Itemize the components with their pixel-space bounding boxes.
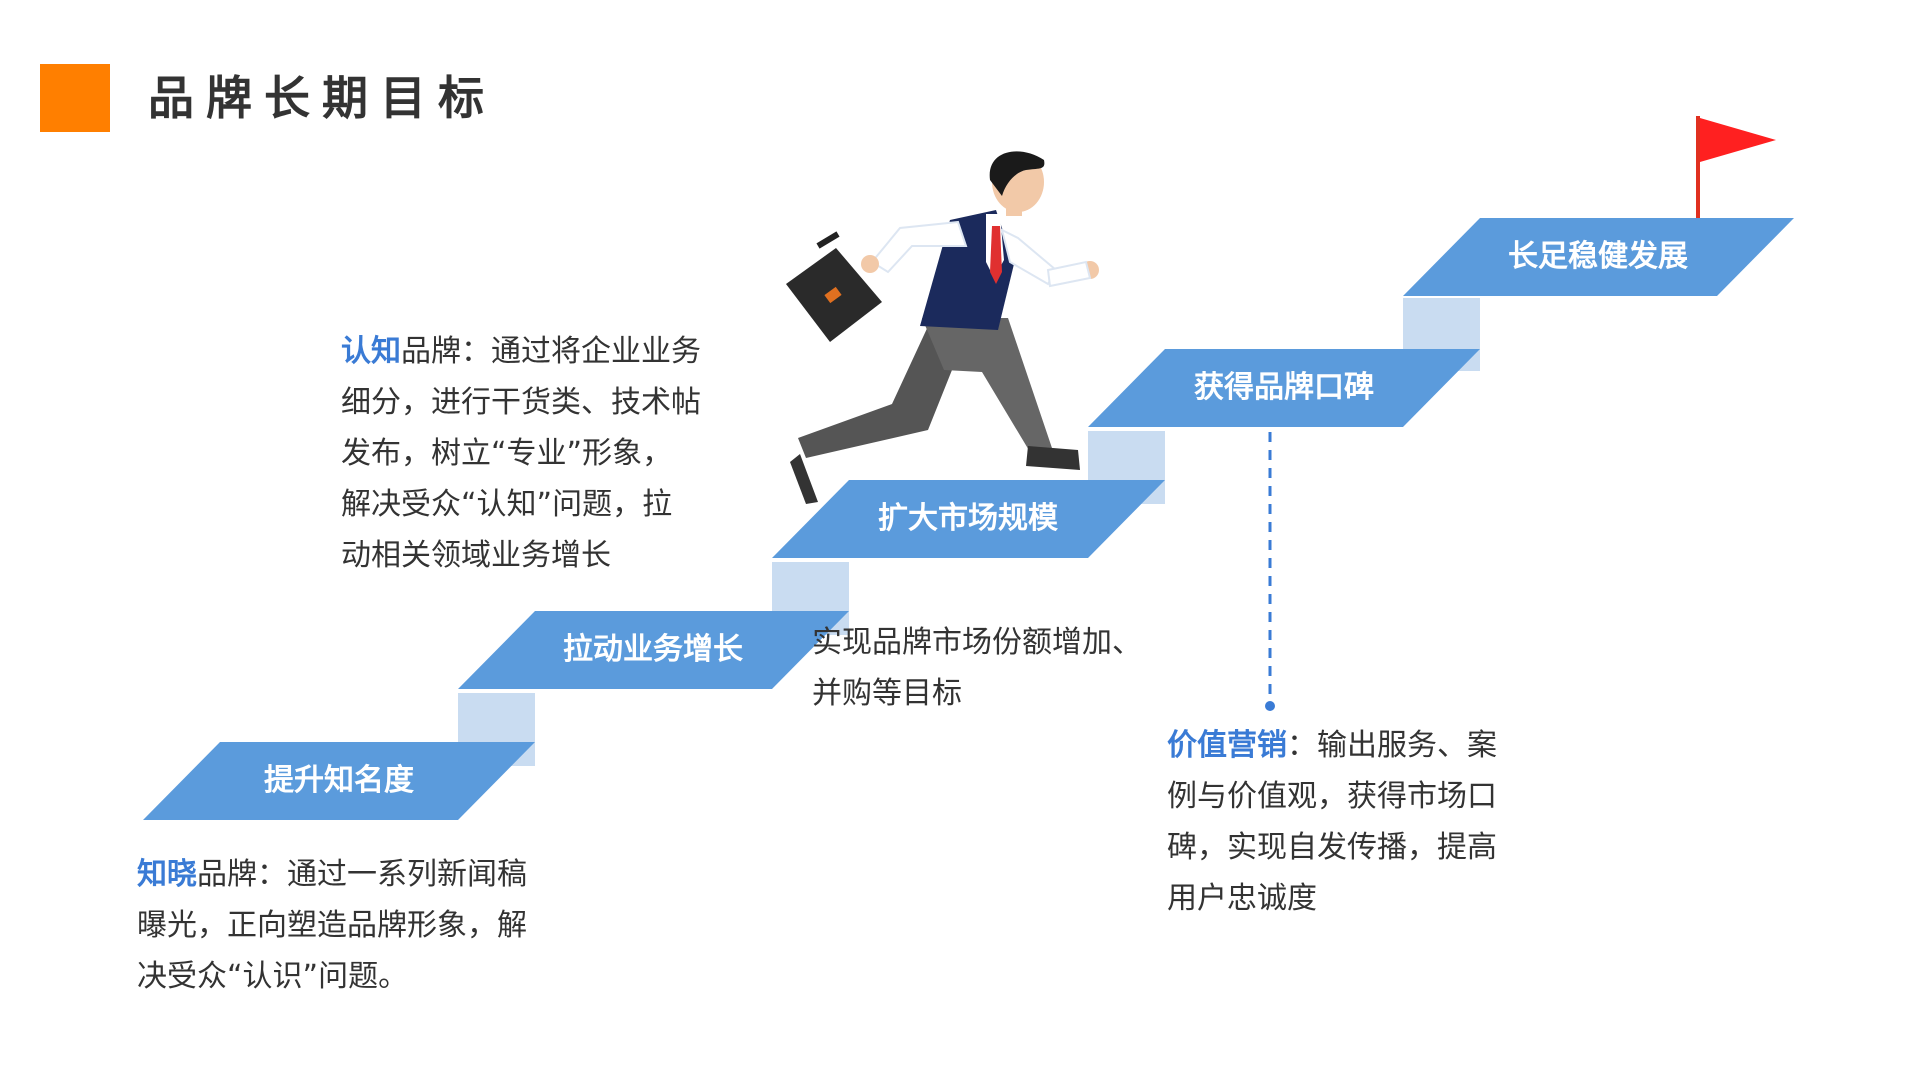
desc-renzhi: 认知品牌：通过将企业业务 细分，进行干货类、技术帖 发布，树立“专业”形象， 解… — [341, 326, 761, 581]
desc-renzhi-keyword: 认知 — [341, 334, 401, 369]
desc-market: 实现品牌市场份额增加、 并购等目标 — [812, 617, 1192, 719]
title-accent-square — [40, 64, 110, 132]
desc-renzhi-line-3: 发布，树立“专业”形象， — [341, 436, 673, 471]
desc-zhixiao-line-1: 品牌：通过一系列新闻稿 — [197, 857, 527, 892]
desc-zhixiao: 知晓品牌：通过一系列新闻稿 曝光，正向塑造品牌形象，解 决受众“认识”问题。 — [137, 849, 617, 1002]
desc-value-line-3: 碑，实现自发传播，提高 — [1167, 830, 1497, 865]
desc-value-line-2: 例与价值观，获得市场口 — [1167, 779, 1497, 814]
flag-icon — [1696, 116, 1776, 218]
desc-renzhi-line-1: 品牌：通过将企业业务 — [401, 334, 701, 369]
desc-value: 价值营销：输出服务、案 例与价值观，获得市场口 碑，实现自发传播，提高 用户忠诚… — [1167, 720, 1587, 924]
desc-market-line-1: 实现品牌市场份额增加、 — [812, 625, 1142, 660]
desc-value-line-4: 用户忠诚度 — [1167, 881, 1317, 916]
page-title: 品牌长期目标 — [148, 71, 496, 125]
desc-renzhi-line-4: 解决受众“认知”问题，拉 — [341, 487, 673, 522]
desc-value-line-1: ：输出服务、案 — [1287, 728, 1497, 763]
step-top-2 — [458, 611, 849, 689]
running-businessman-icon — [786, 151, 1099, 504]
connector-dot — [1265, 701, 1275, 711]
desc-market-line-2: 并购等目标 — [812, 676, 962, 711]
step-top-3 — [772, 480, 1165, 558]
step-label-1: 提升知名度 — [264, 763, 414, 798]
step-top-1 — [143, 742, 535, 820]
step-top-5 — [1403, 218, 1794, 296]
step-top-4 — [1088, 349, 1480, 427]
step-label-5: 长足稳健发展 — [1508, 239, 1688, 274]
step-label-4: 获得品牌口碑 — [1194, 370, 1374, 405]
desc-zhixiao-line-3: 决受众“认识”问题。 — [137, 959, 409, 994]
desc-renzhi-line-2: 细分，进行干货类、技术帖 — [341, 385, 701, 420]
step-label-2: 拉动业务增长 — [563, 632, 743, 667]
desc-zhixiao-keyword: 知晓 — [137, 857, 197, 892]
desc-zhixiao-line-2: 曝光，正向塑造品牌形象，解 — [137, 908, 527, 943]
step-label-3: 扩大市场规模 — [878, 501, 1058, 536]
desc-value-keyword: 价值营销 — [1167, 728, 1287, 763]
desc-renzhi-line-5: 动相关领域业务增长 — [341, 538, 611, 573]
